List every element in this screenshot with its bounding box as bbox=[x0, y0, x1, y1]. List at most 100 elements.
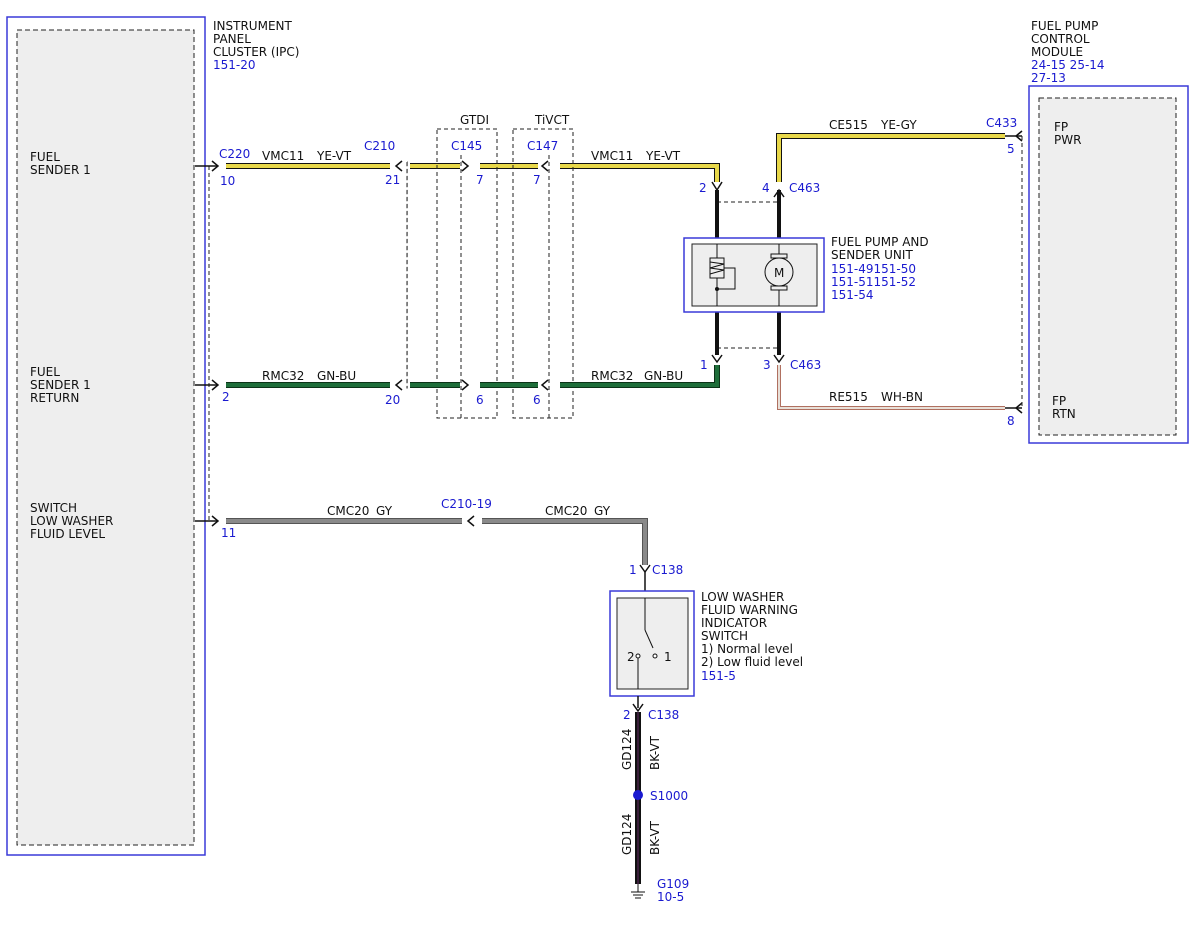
gd124-lower-color: BK-VT bbox=[648, 820, 662, 855]
washer-switch-title-3: INDICATOR bbox=[701, 616, 767, 630]
fuel-pump-title-2: SENDER UNIT bbox=[831, 248, 913, 262]
c463-lower-label[interactable]: C463 bbox=[790, 358, 821, 372]
switch-contact-1: 1 bbox=[664, 650, 672, 664]
ground-g109-label[interactable]: G109 bbox=[657, 877, 689, 891]
re515-color: WH-BN bbox=[881, 390, 923, 404]
c147-label[interactable]: C147 bbox=[527, 139, 558, 153]
ipc-pin-washer-label-2: LOW WASHER bbox=[30, 514, 113, 528]
gd124-lower-circuit: GD124 bbox=[620, 814, 634, 855]
cmc20-right-color: GY bbox=[594, 504, 611, 518]
fpcm-pin-fp-pwr-1: FP bbox=[1054, 120, 1068, 134]
washer-switch-state-1: 1) Normal level bbox=[701, 642, 793, 656]
c145-lower-arrow-icon bbox=[461, 379, 470, 391]
fpcm-pin8-arrow-icon bbox=[1014, 402, 1023, 414]
ipc-pin2-arrow-icon bbox=[211, 379, 220, 391]
washer-switch-title-1: LOW WASHER bbox=[701, 590, 784, 604]
c138-pin1-arrow-icon bbox=[639, 564, 651, 574]
fpcm-module bbox=[1021, 85, 1189, 444]
c210-pin-21: 21 bbox=[385, 173, 400, 187]
rmc32-right-circuit: RMC32 bbox=[591, 369, 633, 383]
re515-wire[interactable] bbox=[777, 365, 1022, 410]
c433-label[interactable]: C433 bbox=[986, 116, 1017, 130]
cmc20-right-circuit: CMC20 bbox=[545, 504, 587, 518]
tivct-outline bbox=[512, 128, 574, 419]
c210-connector-label[interactable]: C210 bbox=[364, 139, 395, 153]
ipc-pin-fuel-sender-label-2: SENDER 1 bbox=[30, 163, 91, 177]
c138-upper-label[interactable]: C138 bbox=[652, 563, 683, 577]
gd124-upper-color: BK-VT bbox=[648, 735, 662, 770]
ipc-pin-fuel-sender-label-1: FUEL bbox=[30, 150, 60, 164]
fpcm-ref-1[interactable]: 24-15 25-14 bbox=[1031, 58, 1105, 72]
washer-switch-ref[interactable]: 151-5 bbox=[701, 669, 736, 683]
vmc11-left-circuit: VMC11 bbox=[262, 149, 304, 163]
ce515-circuit: CE515 bbox=[829, 118, 868, 132]
vmc11-right-circuit: VMC11 bbox=[591, 149, 633, 163]
ipc-pin-11: 11 bbox=[221, 526, 236, 540]
splice-s1000-dot[interactable] bbox=[633, 790, 643, 800]
c147-arrow-icon bbox=[540, 160, 549, 172]
c210-arrow-icon bbox=[394, 160, 403, 172]
c138-pin-1: 1 bbox=[629, 563, 637, 577]
c210-lower-arrow-icon bbox=[394, 379, 403, 391]
c138-lower-label[interactable]: C138 bbox=[648, 708, 679, 722]
ipc-pin-return-label-1: FUEL bbox=[30, 365, 60, 379]
c145-pin-6: 6 bbox=[476, 393, 484, 407]
fpcm-ref-2[interactable]: 27-13 bbox=[1031, 71, 1066, 85]
fuel-pump-ref-1[interactable]: 151-49151-50 bbox=[831, 262, 916, 276]
ipc-pin-washer-label-1: SWITCH bbox=[30, 501, 77, 515]
c138-pin2-arrow-icon bbox=[632, 703, 644, 713]
c220-arrow-icon bbox=[211, 160, 220, 172]
fpcm-title-line-1: FUEL PUMP bbox=[1031, 19, 1098, 33]
fpcm-pin-fp-pwr-2: PWR bbox=[1054, 133, 1081, 147]
rmc32-left-circuit: RMC32 bbox=[262, 369, 304, 383]
vmc11-left-color: YE-VT bbox=[316, 149, 352, 163]
fpcm-title-line-2: CONTROL bbox=[1031, 32, 1090, 46]
ipc-pin-2: 2 bbox=[222, 390, 230, 404]
ce515-wire[interactable] bbox=[776, 133, 1022, 182]
rmc32-left-color: GN-BU bbox=[317, 369, 356, 383]
fuel-level-sender-icon bbox=[709, 244, 736, 306]
fuel-pump-pin-3: 3 bbox=[763, 358, 771, 372]
washer-switch-unit[interactable] bbox=[609, 590, 695, 697]
ipc-pin-washer-label-3: FLUID LEVEL bbox=[30, 527, 105, 541]
switch-contact-2: 2 bbox=[627, 650, 635, 664]
ipc-pin-10: 10 bbox=[220, 174, 235, 188]
fuel-pump-pin-2: 2 bbox=[699, 181, 707, 195]
c145-arrow-icon bbox=[461, 160, 470, 172]
c145-label[interactable]: C145 bbox=[451, 139, 482, 153]
c210-pin-20: 20 bbox=[385, 393, 400, 407]
fuel-pump-pin-4: 4 bbox=[762, 181, 770, 195]
ground-ref[interactable]: 10-5 bbox=[657, 890, 684, 904]
fpcm-title-line-3: MODULE bbox=[1031, 45, 1083, 59]
c220-connector-label[interactable]: C220 bbox=[219, 147, 250, 161]
gd124-upper-circuit: GD124 bbox=[620, 729, 634, 770]
c138-pin-2: 2 bbox=[623, 708, 631, 722]
washer-switch-state-2: 2) Low fluid level bbox=[701, 655, 803, 669]
ipc-title-line-2: PANEL bbox=[213, 32, 251, 46]
c145-pin-7: 7 bbox=[476, 173, 484, 187]
rmc32-wire[interactable] bbox=[195, 365, 720, 388]
c463-upper-label[interactable]: C463 bbox=[789, 181, 820, 195]
fuel-pump-motor-icon bbox=[764, 244, 794, 306]
vmc11-wire[interactable] bbox=[195, 163, 720, 182]
ce515-color: YE-GY bbox=[880, 118, 917, 132]
fuel-pump-ref-2[interactable]: 151-51151-52 bbox=[831, 275, 916, 289]
rmc32-right-color: GN-BU bbox=[644, 369, 683, 383]
c210-19-label[interactable]: C210-19 bbox=[441, 497, 492, 511]
fuel-pump-unit[interactable] bbox=[683, 237, 825, 313]
gtdi-outline bbox=[436, 128, 498, 419]
fpcm-pin-fp-rtn-1: FP bbox=[1052, 394, 1066, 408]
fpcm-pin-8: 8 bbox=[1007, 414, 1015, 428]
ipc-pin11-arrow-icon bbox=[211, 515, 220, 527]
vmc11-right-color: YE-VT bbox=[645, 149, 681, 163]
ipc-ref[interactable]: 151-20 bbox=[213, 58, 256, 72]
c147-lower-arrow-icon bbox=[540, 379, 549, 391]
fuel-pump-ref-3[interactable]: 151-54 bbox=[831, 288, 874, 302]
washer-switch-title-4: SWITCH bbox=[701, 629, 748, 643]
ground-icon bbox=[631, 884, 645, 899]
fuel-pump-title-1: FUEL PUMP AND bbox=[831, 235, 929, 249]
splice-s1000-label[interactable]: S1000 bbox=[650, 789, 688, 803]
ipc-pin-return-label-2: SENDER 1 bbox=[30, 378, 91, 392]
cmc20-wire[interactable] bbox=[195, 518, 648, 565]
